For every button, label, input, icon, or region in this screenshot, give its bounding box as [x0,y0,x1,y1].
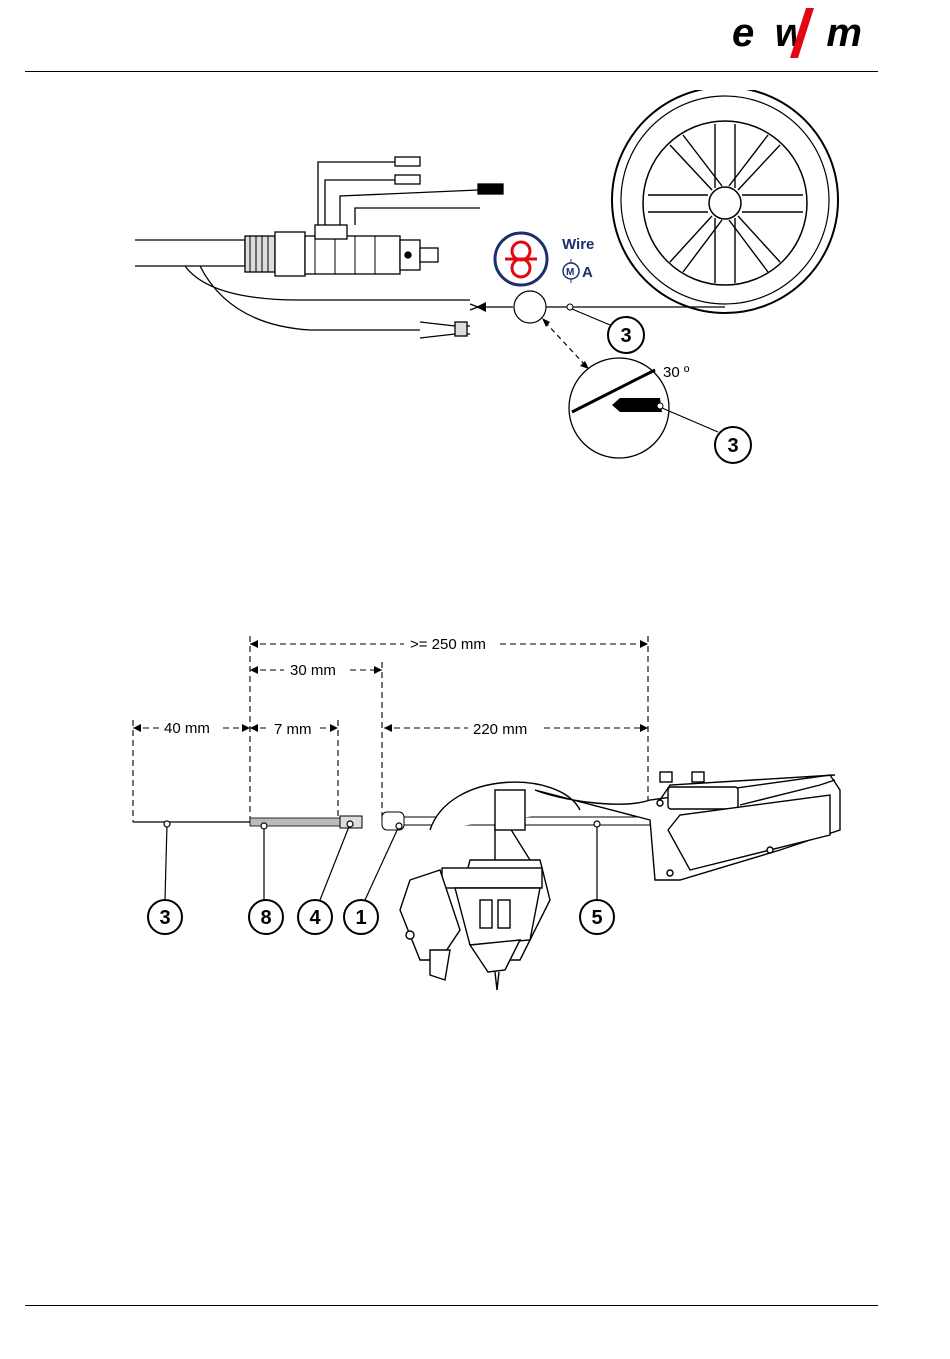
cut-detail [569,358,669,458]
wire-cut-figure: Wire M A 30 º 3 [0,90,950,470]
dim-total: >= 250 mm [410,636,486,653]
torch-body [400,772,840,990]
liner-dimension-figure: >= 250 mm 30 mm 40 mm 7 mm 220 mm [0,620,950,1000]
callout-5: 5 [580,900,614,934]
svg-text:3: 3 [620,325,631,347]
header-rule [25,71,878,72]
callout-3: 3 [148,900,182,934]
dim-30: 30 mm [290,662,336,679]
wire-spool [612,90,838,313]
wire-label: Wire [562,236,594,253]
footer-rule [25,1305,878,1306]
ma-label: A [582,264,593,281]
dim-40: 40 mm [164,720,210,737]
svg-text:3: 3 [159,907,170,929]
svg-text:1: 1 [355,907,366,929]
callout-1: 1 [344,900,378,934]
angle-label: 30 º [663,364,690,381]
ewm-logo: ewm [730,6,870,62]
svg-text:8: 8 [260,907,271,929]
wire-feed-icon [495,233,547,285]
dim-7: 7 mm [274,721,312,738]
dim-220: 220 mm [473,721,527,738]
svg-text:M: M [566,267,574,278]
svg-text:3: 3 [727,435,738,457]
torch-hose-package [135,157,503,338]
svg-text:5: 5 [591,907,602,929]
callout-4: 4 [298,900,332,934]
manual-mode-icon: M [563,259,579,283]
detail-circle [514,291,546,323]
callout-8: 8 [249,900,283,934]
callout-3a: 3 [608,317,644,353]
svg-text:4: 4 [309,907,321,929]
callout-3b: 3 [715,427,751,463]
